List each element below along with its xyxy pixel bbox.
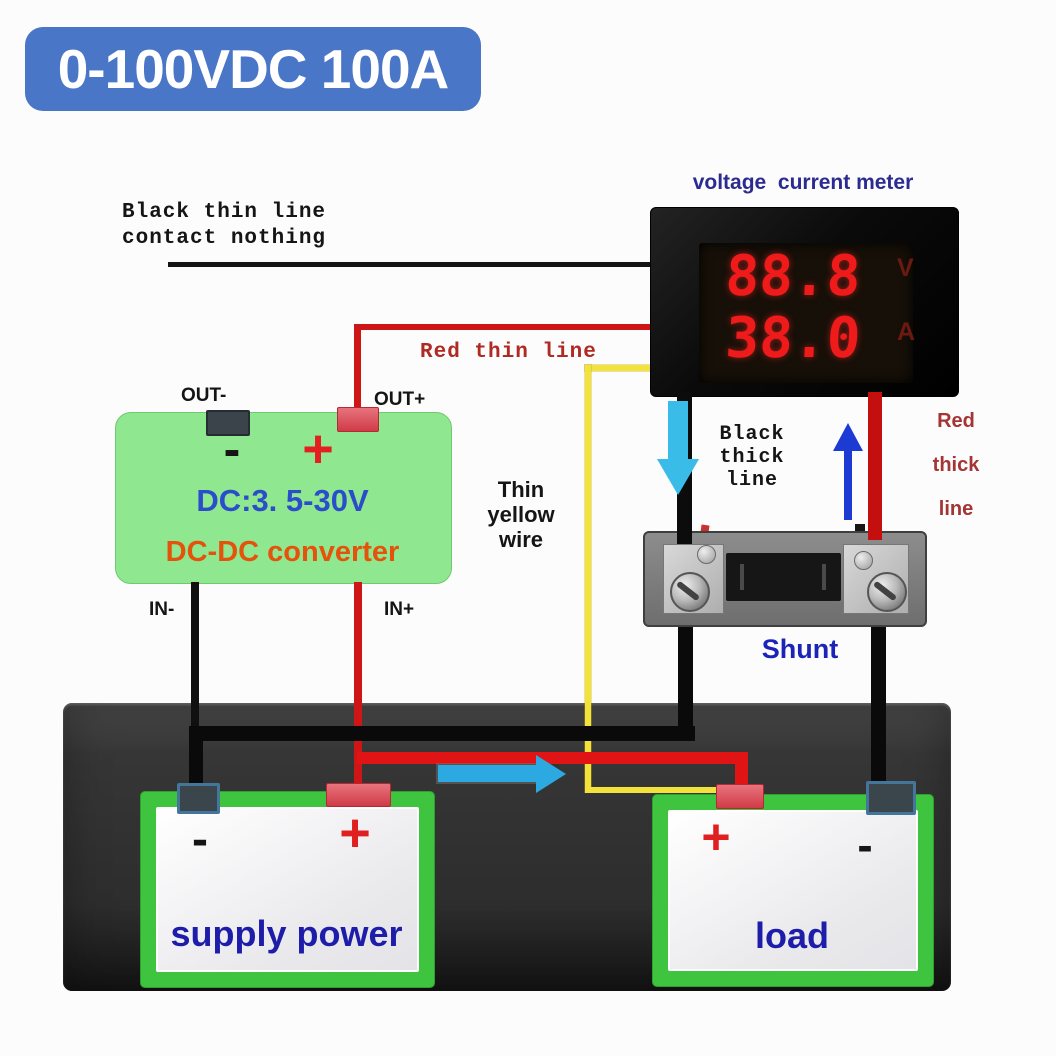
element-tick-right <box>822 564 826 590</box>
converter-minus-sign: - <box>223 421 241 477</box>
out-plus-label: OUT+ <box>374 389 426 410</box>
load-negative-terminal <box>866 781 916 815</box>
black-wire-shunt-right-down <box>871 609 886 787</box>
red-thin-line-annotation: Red thin line <box>420 341 597 364</box>
red-wire-in-plus <box>354 582 362 788</box>
red-thick-line-annotation-line3: line <box>938 498 974 520</box>
out-minus-label: OUT- <box>181 385 227 406</box>
element-tick-left <box>740 564 744 590</box>
load-plus-sign: + <box>701 809 731 865</box>
supply-power-label: supply power <box>170 913 403 954</box>
supply-power-panel <box>156 807 419 972</box>
supply-positive-terminal <box>326 783 391 807</box>
shunt-screw-left <box>670 572 710 612</box>
in-minus-label: IN- <box>149 599 175 620</box>
load-positive-terminal <box>716 784 764 809</box>
arrow-up-head-icon <box>833 423 863 451</box>
shunt-screw-right <box>867 572 907 612</box>
converter-spec: DC:3. 5-30V <box>196 483 369 518</box>
in-plus-label: IN+ <box>384 599 415 620</box>
red-thick-wire-meter-to-shunt <box>868 392 882 540</box>
thin-yellow-wire-annotation-line1: Thin <box>497 477 545 502</box>
red-thin-wire-horizontal <box>354 324 650 330</box>
load-panel <box>668 810 918 971</box>
black-wire-in-minus <box>191 582 199 729</box>
supply-power-box <box>140 791 435 988</box>
meter-title: voltage current meter <box>692 171 914 194</box>
black-thick-wire-horizontal <box>196 726 695 741</box>
shunt-resistive-element <box>726 553 841 601</box>
thin-yellow-wire-annotation-line2: yellow <box>487 502 555 527</box>
shunt-label: Shunt <box>761 634 839 664</box>
black-thick-line-annotation-line1: Black <box>719 423 785 446</box>
black-thin-wire <box>168 262 650 267</box>
arrow-right-head-icon <box>536 755 566 793</box>
black-thin-line-annotation-line2: contact nothing <box>122 227 327 250</box>
load-box <box>652 794 934 987</box>
black-thin-line-annotation: Black thin line contact nothing <box>122 200 326 252</box>
arrow-down-icon <box>668 401 688 461</box>
red-wire-bend-down <box>735 752 748 788</box>
shunt-sense-screw-right <box>854 551 873 570</box>
thin-yellow-wire-annotation-line3: wire <box>498 527 544 552</box>
yellow-wire-bottom <box>585 787 743 793</box>
black-thick-line-annotation-line2: thick <box>719 446 785 469</box>
black-wire-supply-drop <box>189 726 203 788</box>
supply-negative-terminal <box>177 783 220 814</box>
load-minus-sign: - <box>857 819 873 871</box>
yellow-wire-top <box>585 365 650 371</box>
current-unit: A <box>897 318 916 346</box>
screw-slot-icon <box>675 580 701 602</box>
red-thin-wire-vertical <box>354 324 361 410</box>
arrow-right-icon <box>438 765 536 782</box>
screw-slot-icon <box>872 580 898 602</box>
yellow-wire-vertical <box>585 365 591 792</box>
supply-plus-sign: + <box>339 803 371 863</box>
red-thick-line-annotation: Red thick line <box>914 399 998 531</box>
thin-yellow-wire-annotation: Thin yellow wire <box>477 477 565 552</box>
arrow-up-icon <box>844 448 852 520</box>
converter-name: DC-DC converter <box>165 536 400 568</box>
voltage-current-meter: 88.8 38.0 V A <box>650 207 959 397</box>
red-thick-line-annotation-line2: thick <box>932 454 980 476</box>
shunt-sense-screw-left <box>697 545 716 564</box>
meter-display <box>699 243 913 383</box>
voltage-reading: 88.8 <box>723 244 863 309</box>
voltage-unit: V <box>897 254 914 282</box>
current-reading: 38.0 <box>723 306 863 371</box>
out-minus-terminal <box>206 410 250 436</box>
converter-plus-sign: + <box>302 419 334 479</box>
black-thick-line-annotation: Black thick line <box>706 423 798 492</box>
arrow-down-head-icon <box>657 459 699 495</box>
black-wire-shunt-left-down <box>678 609 693 735</box>
black-thin-line-annotation-line1: Black thin line <box>122 201 327 224</box>
black-thick-line-annotation-line3: line <box>725 469 778 492</box>
red-thick-line-annotation-line1: Red <box>937 410 975 432</box>
rating-badge: 0-100VDC 100A <box>25 27 481 111</box>
rating-badge-label: 0-100VDC 100A <box>57 38 450 100</box>
supply-minus-sign: - <box>192 813 208 866</box>
load-label: load <box>754 915 829 956</box>
dc-dc-converter <box>115 412 452 584</box>
out-plus-terminal <box>337 407 379 432</box>
shunt <box>643 531 927 627</box>
